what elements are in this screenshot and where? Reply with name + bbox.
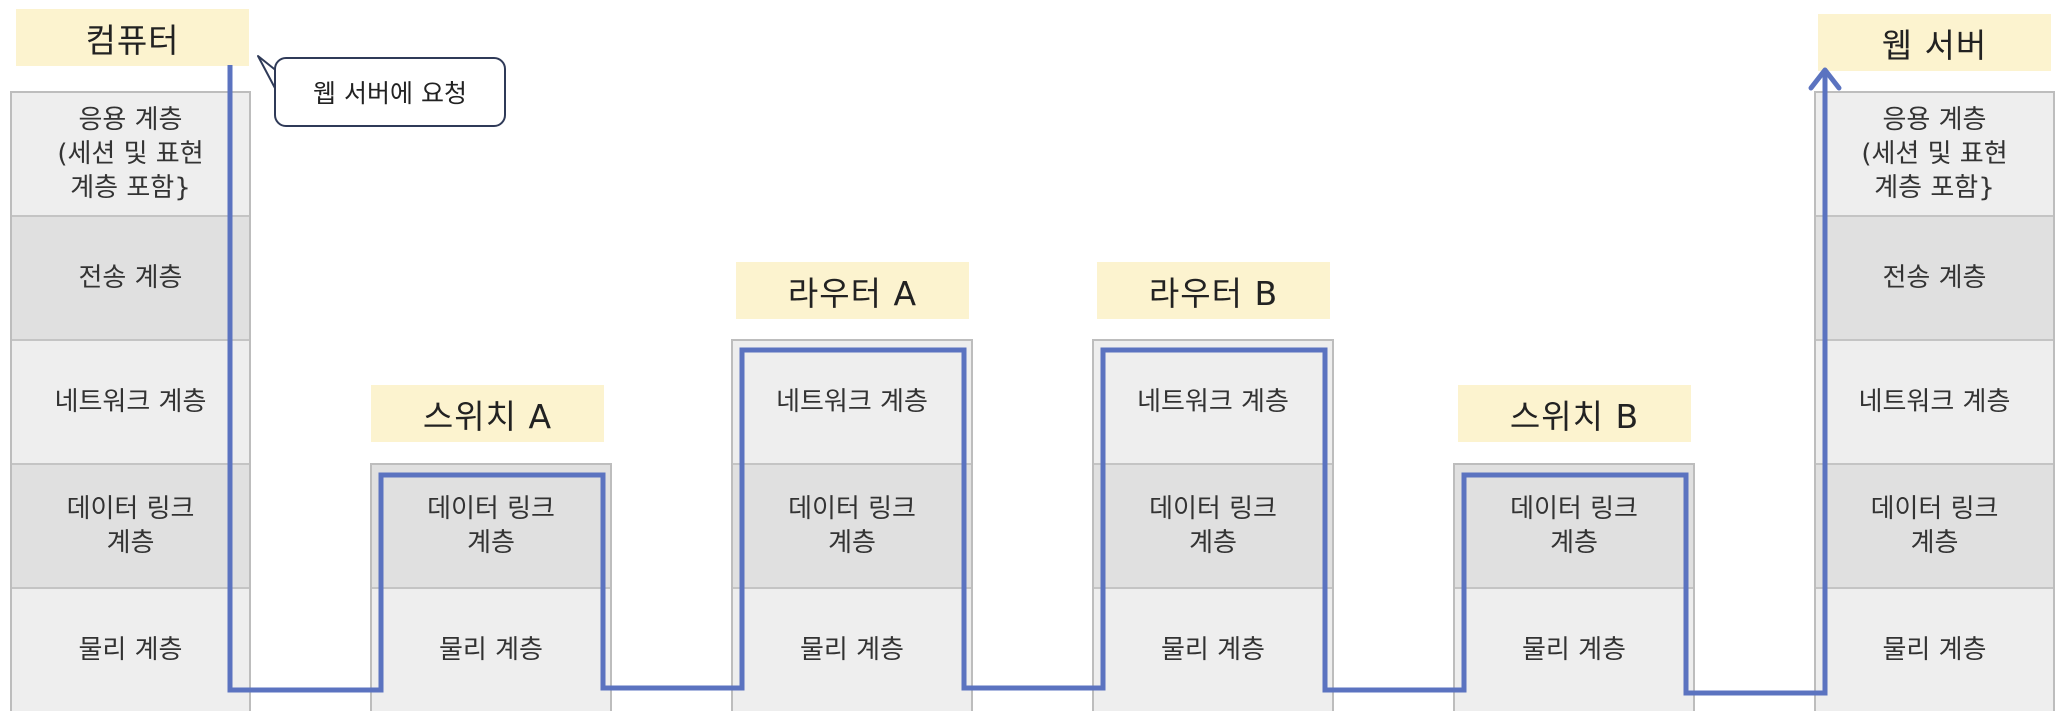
layer-datalink: 데이터 링크 계층: [372, 465, 610, 587]
layer-network: 네트워크 계층: [733, 341, 971, 463]
layer-physical: 물리 계층: [1455, 587, 1693, 711]
layer-physical: 물리 계층: [1816, 587, 2053, 711]
stack-router-a: 네트워크 계층 데이터 링크 계층 물리 계층: [731, 339, 973, 711]
arrowhead-icon: [1808, 67, 1842, 91]
node-label-switch-a: 스위치 A: [371, 385, 604, 442]
node-label-web-server: 웹 서버: [1818, 14, 2051, 71]
layer-network: 네트워크 계층: [12, 339, 249, 463]
node-label-computer: 컴퓨터: [16, 9, 249, 66]
stack-router-b: 네트워크 계층 데이터 링크 계층 물리 계층: [1092, 339, 1334, 711]
layer-transport: 전송 계층: [12, 215, 249, 339]
layer-network: 네트워크 계층: [1816, 339, 2053, 463]
layer-datalink: 데이터 링크 계층: [1816, 463, 2053, 587]
layer-physical: 물리 계층: [12, 587, 249, 711]
request-callout: 웹 서버에 요청: [274, 57, 506, 127]
layer-datalink: 데이터 링크 계층: [1455, 465, 1693, 587]
layer-transport: 전송 계층: [1816, 215, 2053, 339]
layer-application: 응용 계층 (세션 및 표현 계층 포함}: [1816, 93, 2053, 215]
layer-application: 응용 계층 (세션 및 표현 계층 포함}: [12, 93, 249, 215]
stack-switch-b: 데이터 링크 계층 물리 계층: [1453, 463, 1695, 711]
layer-datalink: 데이터 링크 계층: [1094, 463, 1332, 587]
stack-computer: 응용 계층 (세션 및 표현 계층 포함} 전송 계층 네트워크 계층 데이터 …: [10, 91, 251, 711]
node-label-switch-b: 스위치 B: [1458, 385, 1691, 442]
layer-network: 네트워크 계층: [1094, 341, 1332, 463]
layer-datalink: 데이터 링크 계층: [12, 463, 249, 587]
layer-physical: 물리 계층: [372, 587, 610, 711]
data-path-line: [227, 65, 1828, 696]
node-label-router-a: 라우터 A: [736, 262, 969, 319]
layer-physical: 물리 계층: [1094, 587, 1332, 711]
node-label-router-b: 라우터 B: [1097, 262, 1330, 319]
layer-datalink: 데이터 링크 계층: [733, 463, 971, 587]
stack-switch-a: 데이터 링크 계층 물리 계층: [370, 463, 612, 711]
layer-physical: 물리 계층: [733, 587, 971, 711]
stack-web-server: 응용 계층 (세션 및 표현 계층 포함} 전송 계층 네트워크 계층 데이터 …: [1814, 91, 2055, 711]
